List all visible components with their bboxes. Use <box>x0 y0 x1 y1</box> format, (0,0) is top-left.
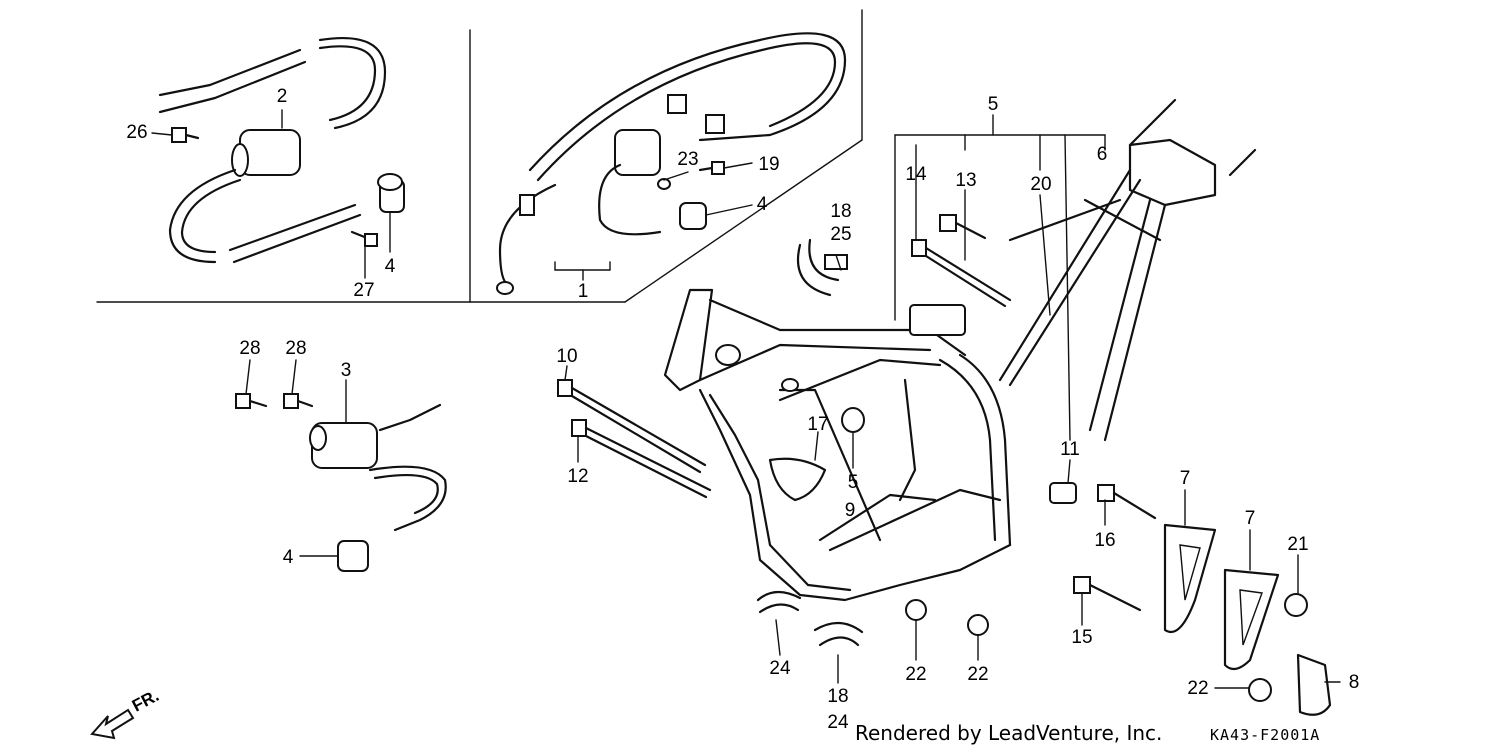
front-direction-arrow-icon: FR. <box>90 686 162 740</box>
label-28-right: 28 <box>285 338 306 359</box>
label-3: 3 <box>341 360 352 381</box>
label-4-bottom: 4 <box>283 547 294 568</box>
bolt-part-12[interactable] <box>571 419 712 499</box>
label-26: 26 <box>126 122 147 143</box>
main-frame[interactable] <box>663 288 1012 602</box>
label-13: 13 <box>955 170 976 191</box>
label-22-a: 22 <box>905 664 926 685</box>
nut-part-21[interactable] <box>1284 593 1308 617</box>
band-part-17[interactable] <box>768 457 827 502</box>
label-27: 27 <box>353 280 374 301</box>
chain-guide-part-8[interactable] <box>1296 653 1332 716</box>
label-24-b: 24 <box>827 712 849 733</box>
label-25: 25 <box>830 224 851 245</box>
label-14: 14 <box>905 164 927 185</box>
strap-part-18-25[interactable] <box>796 238 848 297</box>
label-23: 23 <box>677 149 698 170</box>
label-22-b: 22 <box>967 664 988 685</box>
label-8: 8 <box>1349 672 1360 693</box>
plate-part-7-left[interactable] <box>1163 523 1217 633</box>
label-21: 21 <box>1287 534 1308 555</box>
label-18-bottom: 18 <box>827 686 848 707</box>
label-19: 19 <box>758 154 779 175</box>
direction-label: FR. <box>129 686 162 716</box>
plate-part-7-right[interactable] <box>1223 568 1280 671</box>
label-9: 9 <box>845 500 856 521</box>
ignition-coil-part-3[interactable] <box>309 403 447 572</box>
credit-text: Rendered by LeadVenture, Inc. <box>855 721 1162 745</box>
bolt-part-13[interactable] <box>939 214 987 240</box>
inset-dividers <box>96 9 863 303</box>
ignition-coil-part-1[interactable] <box>496 32 847 295</box>
label-18-top: 18 <box>830 201 851 222</box>
label-28-left: 28 <box>239 338 260 359</box>
label-7-right: 7 <box>1245 508 1256 529</box>
label-20: 20 <box>1030 174 1051 195</box>
label-11: 11 <box>1060 439 1080 460</box>
label-1: 1 <box>578 281 589 302</box>
bolt-part-16[interactable] <box>1097 484 1157 520</box>
label-22-c: 22 <box>1187 678 1208 699</box>
callout-labels: 2 26 4 27 1 23 19 4 18 25 5 14 13 20 6 2… <box>126 86 1359 733</box>
sub-frame-part-6[interactable] <box>998 98 1257 442</box>
bolt-part-28-right[interactable] <box>283 393 314 409</box>
bolt-part-11[interactable] <box>1049 482 1077 504</box>
bolt-part-19[interactable] <box>698 161 725 175</box>
washer-part-23[interactable] <box>657 178 671 190</box>
nut-part-22-c[interactable] <box>1248 678 1272 702</box>
bolt-part-14[interactable] <box>911 239 1012 308</box>
label-5-mid: 5 <box>848 472 859 493</box>
label-16: 16 <box>1094 530 1115 551</box>
bolt-part-28-left[interactable] <box>235 393 268 409</box>
ignition-coil-part-2[interactable] <box>158 36 405 264</box>
label-4-mid: 4 <box>757 194 768 215</box>
label-17: 17 <box>807 414 828 435</box>
label-2: 2 <box>277 86 288 107</box>
label-4-top: 4 <box>385 256 396 277</box>
grommet-part-5[interactable] <box>841 407 865 433</box>
band-part-24-a[interactable] <box>756 590 802 614</box>
bolt-part-15[interactable] <box>1073 576 1142 612</box>
label-5-top: 5 <box>988 94 999 115</box>
nut-part-22-a[interactable] <box>905 599 927 621</box>
label-12: 12 <box>567 466 588 487</box>
label-10: 10 <box>556 346 577 367</box>
label-6: 6 <box>1097 144 1108 165</box>
label-15: 15 <box>1071 627 1092 648</box>
bolt-part-27[interactable] <box>350 230 378 247</box>
band-part-24-b[interactable] <box>813 621 864 647</box>
diagram-code: KA43-F2001A <box>1210 726 1320 744</box>
bolt-part-26[interactable] <box>171 127 200 143</box>
label-7-left: 7 <box>1180 468 1191 489</box>
leader-lines <box>151 109 1341 689</box>
label-24-a: 24 <box>769 658 791 679</box>
nut-part-22-b[interactable] <box>967 614 989 636</box>
